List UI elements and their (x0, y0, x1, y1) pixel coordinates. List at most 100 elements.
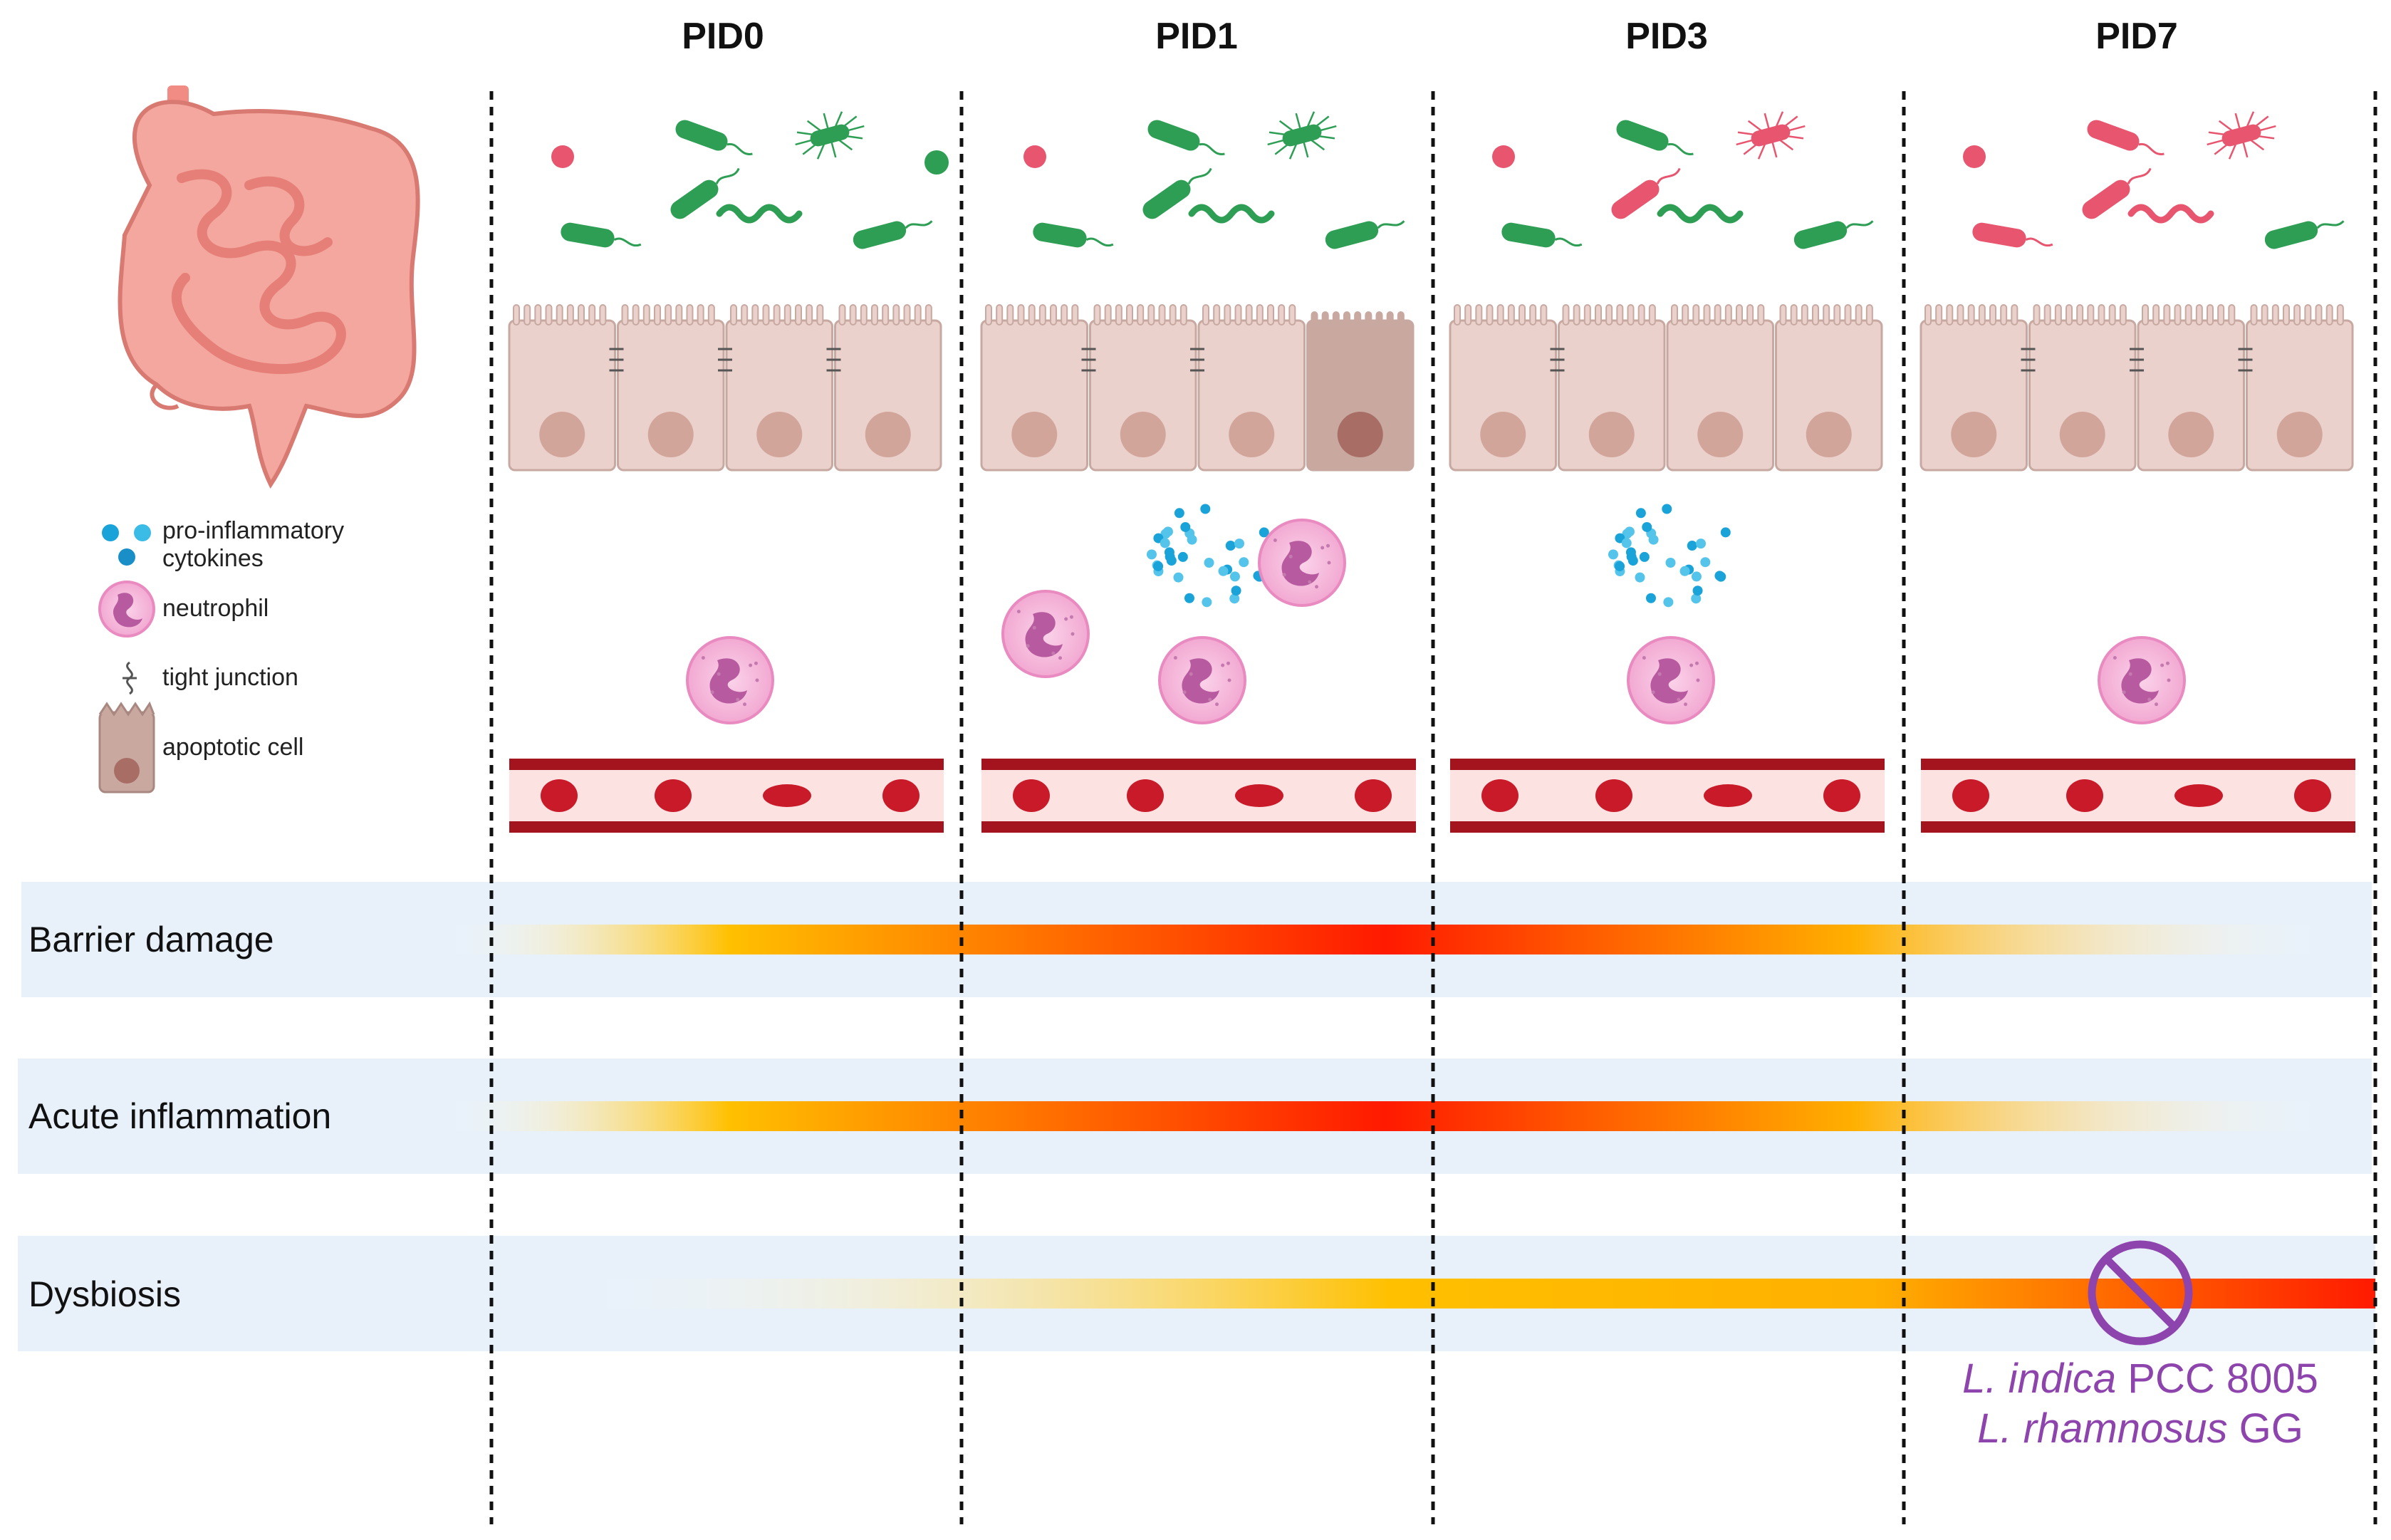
microvillus (1496, 304, 1504, 326)
microvillus (1757, 304, 1765, 326)
microvillus (1321, 311, 1329, 327)
microvillus (2250, 304, 2258, 326)
row-label-acute-inflammation: Acute inflammation (28, 1096, 331, 1136)
cytokine (1177, 551, 1188, 562)
microvillus (665, 304, 672, 326)
bacterium (795, 111, 865, 160)
bacterium (716, 204, 803, 224)
microvillus (1071, 304, 1079, 326)
microvillus (654, 304, 661, 326)
red-blood-cell (2174, 784, 2223, 807)
microvillus (741, 304, 749, 326)
cytokine (1146, 549, 1157, 560)
microvillus (534, 304, 542, 326)
bacterium-coccus (1492, 145, 1515, 168)
bacterium (1188, 204, 1275, 224)
microvillus (2142, 304, 2149, 326)
bacterium-coccus (1963, 145, 1986, 168)
microvillus (1104, 304, 1112, 326)
cytokine (1162, 526, 1173, 537)
epithelium (508, 304, 942, 472)
cell-nucleus (865, 412, 911, 457)
microvillus (783, 304, 791, 326)
microvillus (2011, 304, 2018, 326)
microvillus (1844, 304, 1852, 326)
bacterium (1325, 220, 1405, 249)
microvillus (2336, 304, 2344, 326)
bacterium (2207, 111, 2276, 160)
blood-vessel (1450, 759, 1885, 833)
microvillus (1519, 304, 1526, 326)
cytokine (1160, 538, 1170, 548)
strain-1-genus: L. indica (1962, 1356, 2116, 1402)
microvillus (1801, 304, 1808, 326)
microvillus (795, 304, 802, 326)
treatment-strain-2: L. rhamnosus GG (1977, 1405, 2303, 1452)
microvillus (2207, 304, 2214, 326)
microvillus (545, 304, 553, 326)
microvillus (632, 304, 640, 326)
microvillus (1779, 304, 1787, 326)
column-headers: PID0 PID1 PID3 PID7 (682, 16, 2178, 57)
red-blood-cell (1704, 784, 1752, 807)
cytokine (1720, 527, 1731, 538)
bacterium (1793, 220, 1874, 249)
microvillus (1137, 304, 1145, 326)
cytokine (1645, 593, 1656, 603)
microvillus (1115, 304, 1122, 326)
microvillus (1397, 311, 1405, 327)
microvillus (566, 304, 574, 326)
microvillus (1267, 304, 1274, 326)
cytokine (1679, 566, 1690, 576)
microvillus (1017, 304, 1025, 326)
microvillus (1454, 304, 1461, 326)
microvillus (1957, 304, 1964, 326)
microvillus (1375, 311, 1383, 327)
cytokine (1691, 593, 1702, 604)
cell-nucleus (647, 412, 694, 457)
tight-junction (1190, 348, 1204, 372)
microvillus (1562, 304, 1570, 326)
prohibition-icon (2088, 1240, 2193, 1346)
cell-nucleus (2276, 412, 2323, 457)
microvillus (2043, 304, 2051, 326)
bacterium (1611, 167, 1681, 219)
cytokine (1174, 508, 1184, 519)
microvillus (882, 304, 890, 326)
microvillus (1671, 304, 1678, 326)
microvillus (914, 304, 922, 326)
microvillus (2261, 304, 2268, 326)
legend: pro-inflammatory cytokines neutrophil ti… (98, 517, 344, 794)
microvillus (2174, 304, 2182, 326)
cytokine (1225, 541, 1236, 551)
microvillus (1637, 304, 1645, 326)
microvillus (675, 304, 683, 326)
microvillus (1790, 304, 1798, 326)
microvillus (838, 304, 846, 326)
microvillus (1028, 304, 1036, 326)
neutrophil (2098, 636, 2186, 724)
microvillus (2087, 304, 2095, 326)
treatment: L. indica PCC 8005 L. rhamnosus GG (1962, 1240, 2318, 1452)
bacterium (1142, 167, 1212, 219)
microvillus (707, 304, 715, 326)
microvillus (1278, 304, 1286, 326)
cytokine (1202, 597, 1212, 608)
bacterium (2082, 167, 2152, 219)
red-blood-cell (2294, 779, 2331, 812)
microvillus (1386, 311, 1394, 327)
microvillus (1256, 304, 1264, 326)
bacterium (1736, 111, 1806, 160)
microvillus (1234, 304, 1242, 326)
cell-nucleus (539, 412, 585, 457)
cell-nucleus (1229, 412, 1275, 457)
microvillus (1038, 304, 1046, 326)
microvillus (2000, 304, 2008, 326)
cytokine (1696, 539, 1707, 549)
microvillus (1573, 304, 1580, 326)
legend-cytokines-line2: cytokines (162, 545, 264, 572)
cytokine (1691, 571, 1702, 582)
bacterium (1147, 120, 1225, 155)
microvillus (556, 304, 563, 326)
